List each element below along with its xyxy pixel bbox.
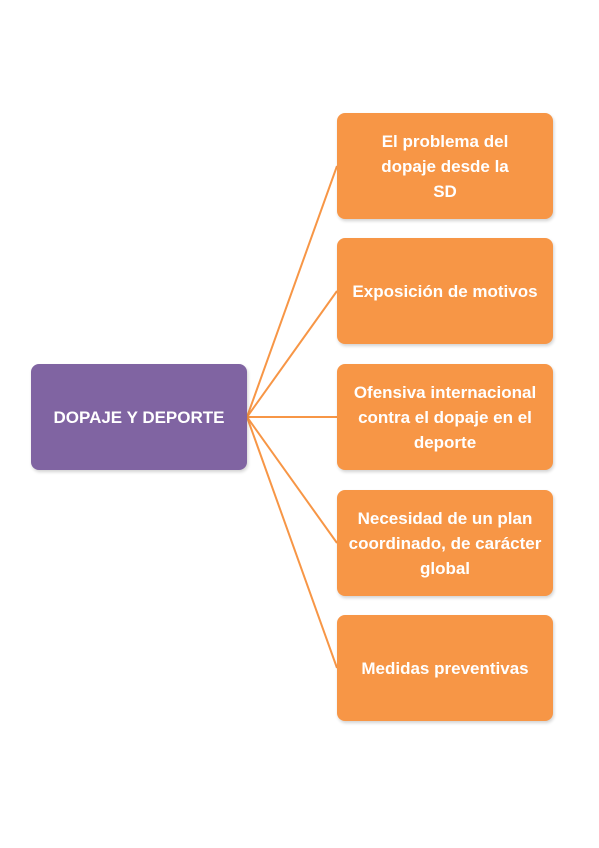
- connector-line-2: [246, 290, 338, 418]
- root-node-label: DOPAJE Y DEPORTE: [53, 407, 225, 427]
- connector-line-1: [246, 165, 338, 418]
- child-node-label: El problema del dopaje desde la SD: [381, 131, 509, 201]
- child-node-5: Medidas preventivas: [337, 615, 553, 721]
- child-node-label: Exposición de motivos: [352, 281, 538, 301]
- child-node-1: El problema del dopaje desde la SD: [337, 113, 553, 219]
- child-node-3: Ofensiva internacional contra el dopaje …: [337, 364, 553, 470]
- child-node-label: Medidas preventivas: [361, 658, 529, 678]
- child-node-label: Ofensiva internacional contra el dopaje …: [353, 382, 537, 452]
- child-node-4: Necesidad de un plan coordinado, de cará…: [337, 490, 553, 596]
- child-node-2: Exposición de motivos: [337, 238, 553, 344]
- connector-line-5: [246, 416, 338, 669]
- child-node-label: Necesidad de un plan coordinado, de cará…: [348, 508, 542, 578]
- connector-line-4: [246, 416, 338, 544]
- root-node: DOPAJE Y DEPORTE: [31, 364, 247, 470]
